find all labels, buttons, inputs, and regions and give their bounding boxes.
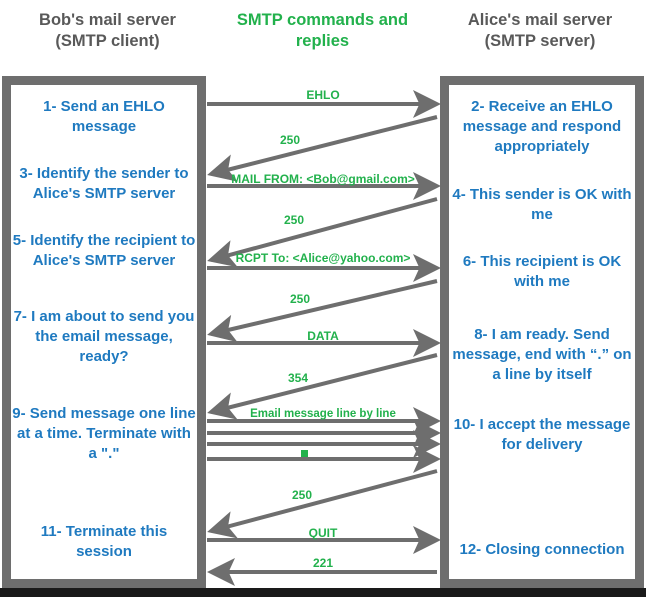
heading-server-line1: Alice's mail server <box>467 11 613 29</box>
label-ehlo: EHLO <box>306 88 340 102</box>
server-step-10: 10- I accept the message for delivery <box>453 416 631 453</box>
client-step-9: 9- Send message one line at a time. Term… <box>12 405 196 462</box>
heading-protocol-line2: replies <box>295 32 350 50</box>
label-221: 221 <box>312 556 334 570</box>
label-mail-from: MAIL FROM: <Bob@gmail.com> <box>231 172 415 186</box>
label-250-d: 250 <box>292 488 313 502</box>
label-354: 354 <box>288 371 309 385</box>
heading-client-line2: (SMTP client) <box>55 32 160 50</box>
label-email-lines: Email message line by line <box>250 408 396 420</box>
client-step-1: 1- Send an EHLO message <box>43 98 165 135</box>
label-250-a: 250 <box>280 133 301 147</box>
label-250-c: 250 <box>290 292 311 306</box>
label-quit: QUIT <box>308 526 338 540</box>
server-panel-inner: 2- Receive an EHLO message and respond a… <box>449 85 635 579</box>
client-step-5: 5- Identify the recipient to Alice's SMT… <box>12 232 196 269</box>
heading-client: Bob's mail server (SMTP client) <box>10 10 205 52</box>
heading-protocol: SMTP commands and replies <box>215 10 430 52</box>
label-rcpt-to: RCPT To: <Alice@yahoo.com> <box>235 251 411 265</box>
bottom-strip <box>0 588 646 597</box>
server-panel: 2- Receive an EHLO message and respond a… <box>440 76 644 588</box>
server-step-6: 6- This recipient is OK with me <box>462 253 622 290</box>
heading-protocol-line1: SMTP commands and <box>236 11 409 29</box>
heading-server: Alice's mail server (SMTP server) <box>440 10 640 52</box>
client-step-11: 11- Terminate this session <box>40 523 168 560</box>
label-250-b: 250 <box>284 213 305 227</box>
server-step-2: 2- Receive an EHLO message and respond a… <box>462 98 622 155</box>
heading-client-line1: Bob's mail server <box>39 11 176 29</box>
server-step-4: 4- This sender is OK with me <box>452 186 632 223</box>
client-step-3: 3- Identify the sender to Alice's SMTP s… <box>19 165 189 202</box>
continuation-marker-icon <box>301 450 308 457</box>
server-step-12: 12- Closing connection <box>459 541 625 558</box>
client-panel: 1- Send an EHLO message 3- Identify the … <box>2 76 206 588</box>
client-step-7: 7- I am about to send you the email mess… <box>13 308 195 365</box>
server-step-8: 8- I am ready. Send message, end with “.… <box>452 326 632 383</box>
client-panel-inner: 1- Send an EHLO message 3- Identify the … <box>11 85 197 579</box>
label-data: DATA <box>307 329 339 343</box>
heading-server-line2: (SMTP server) <box>484 32 596 50</box>
